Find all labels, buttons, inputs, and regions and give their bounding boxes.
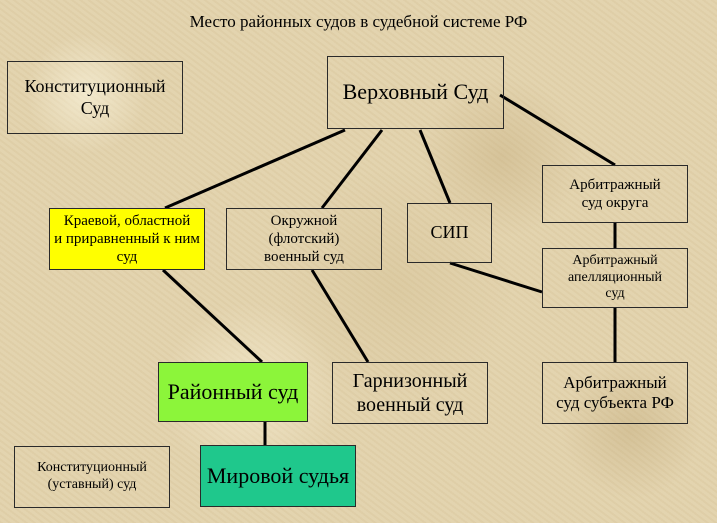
edge-supreme-to-regional bbox=[164, 128, 346, 210]
node-arbitration-subject: Арбитражный суд субъекта РФ bbox=[542, 362, 688, 424]
edge-supreme-to-arbitration-district bbox=[499, 93, 616, 167]
node-district-military-court: Окружной (флотский) военный суд bbox=[226, 208, 382, 270]
node-constitutional-court: Конституционный Суд bbox=[7, 61, 183, 134]
node-regional-court: Краевой, областной и приравненный к ним … bbox=[49, 208, 205, 270]
edge-military-to-garrison bbox=[310, 269, 370, 363]
diagram-title: Место районных судов в судебной системе … bbox=[189, 12, 528, 31]
edge-sip-to-appeal bbox=[449, 261, 543, 294]
edge-supreme-to-military bbox=[320, 129, 384, 209]
node-constitutional-charter-court: Конституционный (уставный) суд bbox=[14, 446, 170, 508]
edge-regional-to-district bbox=[161, 268, 264, 364]
edge-supreme-to-sip bbox=[418, 129, 452, 204]
node-magistrate: Мировой судья bbox=[200, 445, 356, 507]
node-garrison-court: Гарнизонный военный суд bbox=[332, 362, 488, 424]
node-district-court: Районный суд bbox=[158, 362, 308, 422]
node-sip: СИП bbox=[407, 203, 492, 263]
node-supreme-court: Верховный Суд bbox=[327, 56, 504, 129]
node-arbitration-appeal: Арбитражный апелляционный суд bbox=[542, 248, 688, 308]
node-arbitration-district: Арбитражный суд округа bbox=[542, 165, 688, 223]
